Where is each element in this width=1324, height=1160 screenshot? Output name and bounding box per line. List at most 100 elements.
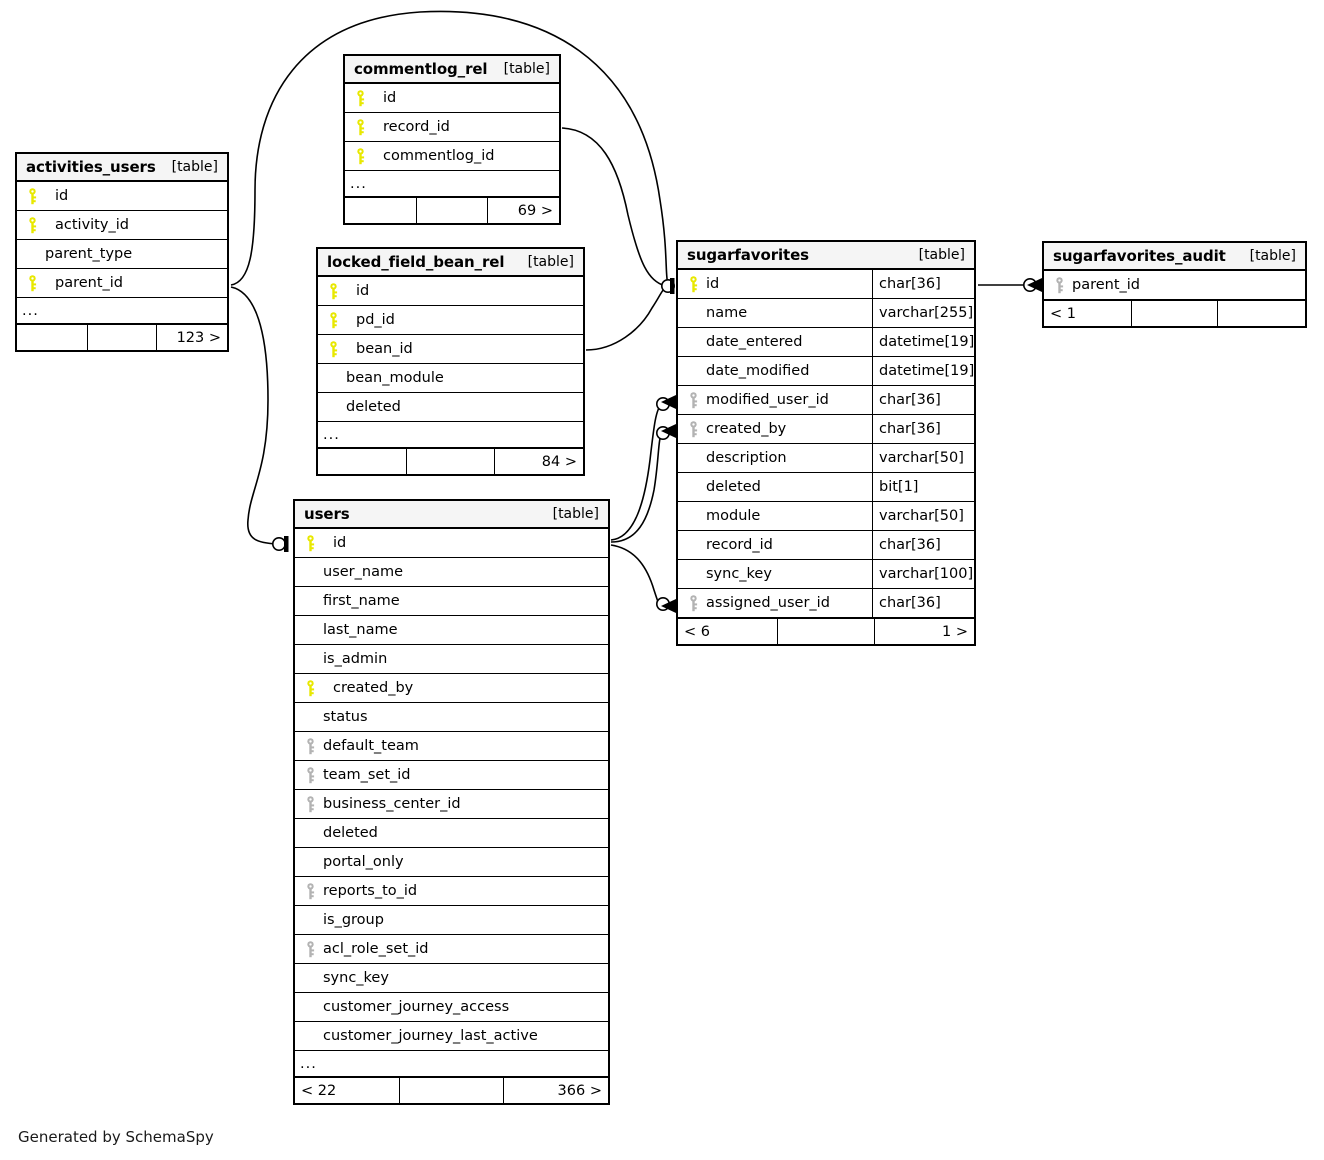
column-name: activity_id bbox=[55, 217, 129, 233]
column-name: team_set_id bbox=[323, 767, 411, 783]
column-name: id bbox=[55, 188, 69, 204]
column-row[interactable]: user_name bbox=[295, 558, 608, 587]
column-key-cell bbox=[295, 534, 321, 552]
footer-children-count[interactable]: 84 > bbox=[541, 453, 577, 470]
column-row[interactable]: status bbox=[295, 703, 608, 732]
table-type-tag: [table] bbox=[171, 159, 218, 175]
column-key-cell bbox=[318, 399, 344, 415]
column-row[interactable]: acl_role_set_id bbox=[295, 935, 608, 964]
mandatory-bar bbox=[670, 278, 675, 294]
footer-children-count[interactable]: 1 > bbox=[941, 623, 968, 640]
column-type: char[36] bbox=[872, 531, 974, 559]
column-key-cell bbox=[295, 766, 321, 784]
column-row[interactable]: sync_key varchar[100] bbox=[678, 560, 974, 589]
footer-parents-count[interactable] bbox=[345, 198, 416, 223]
footer-parents-count[interactable] bbox=[318, 449, 406, 474]
column-key-cell bbox=[295, 854, 321, 870]
primary-key-icon bbox=[28, 216, 36, 233]
column-row[interactable]: reports_to_id bbox=[295, 877, 608, 906]
column-row[interactable]: bean_id bbox=[318, 335, 583, 364]
column-row[interactable]: bean_module bbox=[318, 364, 583, 393]
column-name: sync_key bbox=[706, 566, 772, 582]
crowsfoot-marker bbox=[661, 395, 676, 409]
column-key-cell bbox=[678, 450, 704, 466]
column-name: is_group bbox=[323, 912, 384, 928]
footer-children-count[interactable]: 69 > bbox=[517, 202, 553, 219]
table-title: commentlog_rel bbox=[354, 60, 488, 78]
column-name: portal_only bbox=[323, 854, 404, 870]
column-row[interactable]: portal_only bbox=[295, 848, 608, 877]
footer-parents-count[interactable]: < 1 bbox=[1050, 305, 1076, 322]
column-row[interactable]: id bbox=[17, 182, 227, 211]
column-row[interactable]: record_id bbox=[345, 113, 559, 142]
column-row[interactable]: is_admin bbox=[295, 645, 608, 674]
column-name: parent_type bbox=[45, 246, 133, 262]
column-name: created_by bbox=[333, 680, 414, 696]
column-name: id bbox=[706, 276, 720, 292]
column-row[interactable]: first_name bbox=[295, 587, 608, 616]
column-row[interactable]: pd_id bbox=[318, 306, 583, 335]
column-name: user_name bbox=[323, 564, 403, 580]
column-row[interactable]: deleted bbox=[295, 819, 608, 848]
column-key-cell bbox=[295, 651, 321, 667]
column-row[interactable]: parent_id bbox=[1044, 271, 1305, 300]
foreign-key-icon bbox=[689, 420, 697, 437]
footer-parents-count[interactable]: < 22 bbox=[301, 1082, 337, 1099]
footer-children-count[interactable]: 366 > bbox=[557, 1082, 602, 1099]
footer-children-count[interactable] bbox=[1218, 301, 1305, 326]
column-row[interactable]: parent_type bbox=[17, 240, 227, 269]
optional-marker bbox=[655, 425, 670, 440]
column-row[interactable]: customer_journey_last_active bbox=[295, 1022, 608, 1051]
column-row[interactable]: business_center_id bbox=[295, 790, 608, 819]
primary-key-icon bbox=[306, 534, 314, 551]
column-key-cell bbox=[678, 275, 704, 293]
column-key-cell bbox=[295, 622, 321, 638]
table-title: locked_field_bean_rel bbox=[327, 253, 505, 271]
column-key-cell bbox=[295, 679, 321, 697]
footer-children-count[interactable]: 123 > bbox=[176, 329, 221, 346]
column-row[interactable]: is_group bbox=[295, 906, 608, 935]
table-header-sugarfavorites: sugarfavorites[table] bbox=[678, 242, 974, 270]
column-row[interactable]: id bbox=[345, 84, 559, 113]
column-row[interactable]: customer_journey_access bbox=[295, 993, 608, 1022]
table-sugarfavorites_audit[interactable]: sugarfavorites_audit[table]parent_id< 1 bbox=[1042, 241, 1307, 328]
mandatory-bar bbox=[284, 536, 289, 552]
column-row[interactable]: last_name bbox=[295, 616, 608, 645]
column-row[interactable]: id bbox=[295, 529, 608, 558]
column-row[interactable]: sync_key bbox=[295, 964, 608, 993]
foreign-key-icon bbox=[306, 940, 314, 957]
column-row[interactable]: id bbox=[318, 277, 583, 306]
column-type: varchar[100] bbox=[872, 560, 974, 588]
column-name: bean_id bbox=[356, 341, 413, 357]
column-row[interactable]: team_set_id bbox=[295, 761, 608, 790]
footer-parents-count[interactable] bbox=[17, 325, 87, 350]
table-type-tag: [table] bbox=[503, 61, 550, 77]
column-row[interactable]: commentlog_id bbox=[345, 142, 559, 171]
column-key-cell bbox=[345, 118, 371, 136]
column-key-cell bbox=[295, 825, 321, 841]
column-row[interactable]: activity_id bbox=[17, 211, 227, 240]
column-row[interactable]: default_team bbox=[295, 732, 608, 761]
column-row[interactable]: created_by bbox=[295, 674, 608, 703]
column-row[interactable]: parent_id bbox=[17, 269, 227, 298]
footer-parents-count[interactable]: < 6 bbox=[684, 623, 710, 640]
more-columns-ellipsis: ... bbox=[17, 298, 227, 324]
column-row[interactable]: deleted bbox=[318, 393, 583, 422]
footer-middle-cell bbox=[399, 1078, 504, 1103]
